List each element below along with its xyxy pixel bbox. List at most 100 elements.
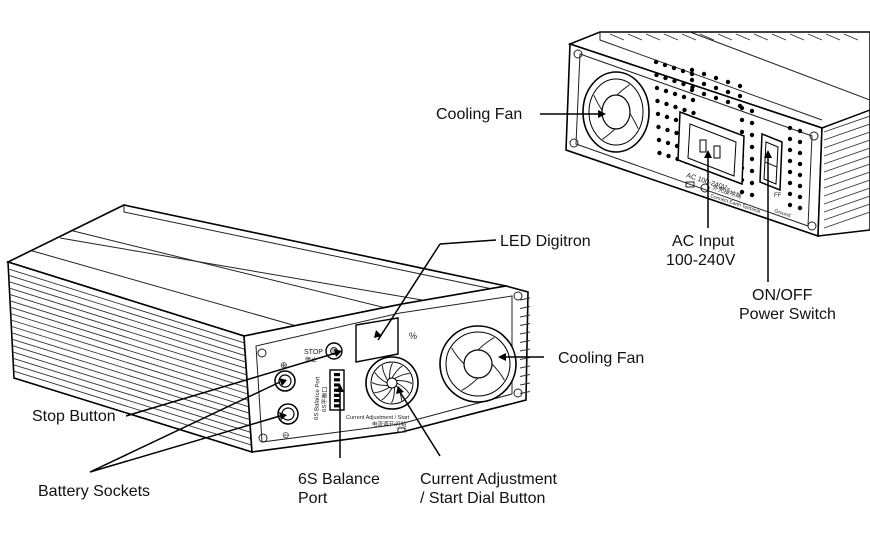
screw-icon <box>513 388 523 398</box>
screw-icon <box>807 221 817 231</box>
balance-pin <box>334 399 340 403</box>
vent-hole <box>797 139 803 145</box>
panel-off-text: FF <box>774 193 782 199</box>
fan-blade <box>396 382 410 394</box>
vent-hole <box>749 180 755 186</box>
panel-plus-text: ⊕ <box>280 360 288 370</box>
vent-hole <box>654 72 659 78</box>
fan-blade <box>394 372 410 380</box>
side-fin <box>823 163 870 181</box>
vent-hole <box>689 71 695 77</box>
vent-hole <box>787 202 793 208</box>
vent-hole <box>701 71 707 77</box>
vent-hole <box>797 183 803 189</box>
arrowheads <box>279 110 772 420</box>
battery-sockets-label: Battery Sockets <box>38 483 150 500</box>
top-rib <box>31 250 297 327</box>
fan-blade <box>491 363 505 381</box>
vent-hole <box>654 85 660 91</box>
edge-fin <box>519 306 531 309</box>
edge-fin <box>519 357 531 360</box>
vent-hole <box>690 97 696 103</box>
fan-blade <box>477 337 495 351</box>
side-fin <box>11 332 250 408</box>
side-fin <box>10 306 248 382</box>
top-rib <box>825 33 841 41</box>
edge-fin <box>519 382 531 386</box>
side-fin <box>10 319 249 395</box>
vent-hole <box>672 91 678 97</box>
top-rib <box>699 33 715 41</box>
vent-hole <box>653 59 659 65</box>
ac-input-label-line1: AC Input <box>672 233 735 250</box>
vent-hole <box>749 192 755 198</box>
edge-fin <box>519 314 531 318</box>
panel-minus-text: ⊖ <box>282 430 290 440</box>
top-rib <box>681 33 697 41</box>
led-digitron-label: LED Digitron <box>500 233 591 250</box>
side-fin <box>10 313 248 389</box>
edge-fin <box>519 340 531 343</box>
vent-hole <box>713 85 719 91</box>
vent-hole <box>680 68 686 74</box>
panel-dial-text: Current Adjustment / Start <box>346 415 410 421</box>
vent-hole <box>701 81 707 87</box>
screw-icon <box>258 433 268 443</box>
top-rib <box>645 33 661 41</box>
balance-pin <box>334 373 340 377</box>
rear-cooling-fan-label: Cooling Fan <box>436 106 522 123</box>
side-fin <box>823 155 870 173</box>
vent-hole <box>725 89 731 95</box>
panel-balance-cn-text: 6S平衡口 <box>320 386 329 412</box>
power-switch-label-line2: Power Switch <box>739 306 836 323</box>
screw-icon <box>513 291 523 301</box>
vent-hole <box>657 150 662 156</box>
screw-icon <box>257 348 267 358</box>
top-rib <box>609 33 625 41</box>
vent-hole <box>787 158 793 164</box>
vent-hole <box>672 78 677 84</box>
power-switch[interactable] <box>759 132 783 192</box>
ac-input-label-line2: 100-240V <box>666 252 736 269</box>
side-fin <box>823 139 870 157</box>
edge-fin <box>519 297 531 301</box>
vent-hole <box>655 111 661 117</box>
side-fin <box>12 345 250 420</box>
top-rib <box>71 230 389 309</box>
led-digitron-display <box>355 317 399 363</box>
front-cooling-fan-label: Cooling Fan <box>558 350 644 367</box>
vent-hole <box>671 65 677 71</box>
panel-ground-text: Ground <box>773 208 791 219</box>
vent-hole <box>797 128 803 134</box>
vent-hole <box>787 169 793 175</box>
fan-blade <box>374 386 390 394</box>
side-fins <box>8 268 252 446</box>
vent-hole <box>665 127 670 133</box>
fan-blade <box>391 387 396 404</box>
top-rib <box>753 33 769 41</box>
edge-fin <box>519 348 531 352</box>
battery-socket-negative[interactable] <box>277 403 299 425</box>
side-fin <box>823 179 870 197</box>
side-fin <box>13 370 252 446</box>
vent-hole <box>739 117 745 123</box>
side-fin <box>12 357 251 433</box>
vent-hole <box>701 91 707 97</box>
vent-hole <box>673 104 678 110</box>
vent-hole <box>689 77 695 83</box>
vent-hole <box>681 94 687 100</box>
edge-fin <box>519 323 531 326</box>
side-fin <box>823 195 870 213</box>
vent-hole <box>662 62 668 68</box>
vent-hole <box>797 194 803 200</box>
side-fin <box>9 300 247 376</box>
edge-fin <box>519 331 531 335</box>
side-fin <box>11 325 249 401</box>
vent-hole <box>656 124 661 130</box>
vent-hole <box>737 93 743 99</box>
vent-hole <box>656 137 662 143</box>
side-fin <box>8 274 246 350</box>
current-adjustment-dial[interactable] <box>365 356 419 410</box>
vent-hole <box>749 120 755 126</box>
